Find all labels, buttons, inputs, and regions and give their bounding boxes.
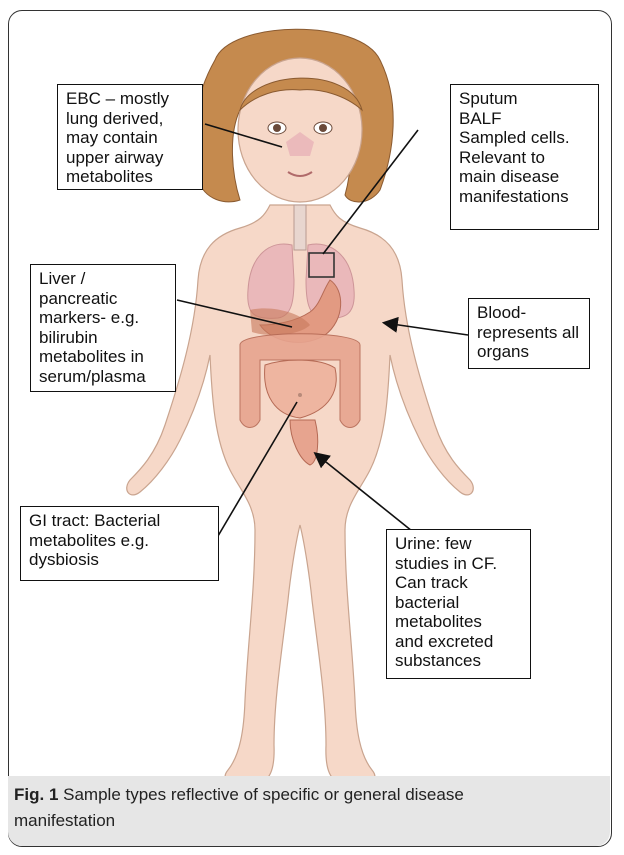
caption-figure-label: Fig. 1 [14, 785, 58, 804]
right-pupil [319, 124, 327, 132]
liver-line-3: markers- e.g. [39, 308, 167, 328]
urine-line-7: substances [395, 651, 522, 671]
ebc-line-3: may contain [66, 128, 194, 148]
urine-line-5: metabolites [395, 612, 522, 632]
urine-line-1: Urine: few [395, 534, 522, 554]
sputum-callout: Sputum BALF Sampled cells. Relevant to m… [450, 84, 599, 230]
urine-line-2: studies in CF. [395, 554, 522, 574]
ebc-line-5: metabolites [66, 167, 194, 187]
gi-line-2: metabolites e.g. [29, 531, 210, 551]
urine-callout: Urine: few studies in CF. Can track bact… [386, 529, 531, 679]
sputum-line-5: main disease [459, 167, 590, 187]
caption-text-line-1: Sample types reflective of specific or g… [63, 785, 464, 804]
liver-line-5: metabolites in [39, 347, 167, 367]
liver-line-1: Liver / [39, 269, 167, 289]
blood-line-1: Blood- [477, 303, 581, 323]
trachea [294, 205, 306, 250]
sputum-line-2: BALF [459, 109, 590, 129]
gi-line-1: GI tract: Bacterial [29, 511, 210, 531]
blood-callout: Blood- represents all organs [468, 298, 590, 369]
navel [298, 393, 302, 397]
liver-line-4: bilirubin [39, 328, 167, 348]
blood-line-3: organs [477, 342, 581, 362]
gi-line-3: dysbiosis [29, 550, 210, 570]
blood-line-2: represents all [477, 323, 581, 343]
urine-line-6: and excreted [395, 632, 522, 652]
left-pupil [273, 124, 281, 132]
sputum-line-1: Sputum [459, 89, 590, 109]
ebc-line-4: upper airway [66, 148, 194, 168]
liver-line-2: pancreatic [39, 289, 167, 309]
liver-callout: Liver / pancreatic markers- e.g. bilirub… [30, 264, 176, 392]
urine-line-3: Can track [395, 573, 522, 593]
ebc-callout: EBC – mostly lung derived, may contain u… [57, 84, 203, 190]
sputum-line-4: Relevant to [459, 148, 590, 168]
caption-text-line-2: manifestation [14, 811, 115, 830]
liver-line-6: serum/plasma [39, 367, 167, 387]
sputum-line-6: manifestations [459, 187, 590, 207]
sputum-line-3: Sampled cells. [459, 128, 590, 148]
ebc-line-2: lung derived, [66, 109, 194, 129]
ebc-line-1: EBC – mostly [66, 89, 194, 109]
figure-caption: Fig. 1 Sample types reflective of specif… [14, 782, 604, 834]
gi-callout: GI tract: Bacterial metabolites e.g. dys… [20, 506, 219, 581]
urine-line-4: bacterial [395, 593, 522, 613]
body [127, 205, 474, 787]
